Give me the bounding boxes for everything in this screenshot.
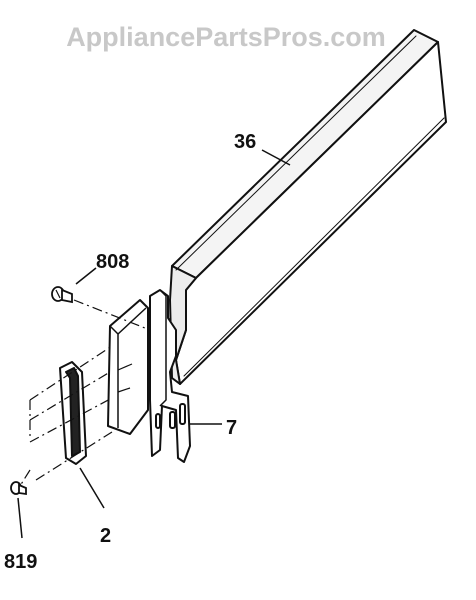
leader-line-819: [17, 497, 23, 539]
callout-808: 808: [96, 251, 129, 273]
part-2-end-piece: [59, 361, 87, 465]
assembly-lines: [19, 299, 151, 487]
part-7-bracket: [149, 289, 191, 463]
callout-2: 2: [100, 525, 111, 547]
callout-819: 819: [4, 551, 37, 573]
end-cap: [107, 299, 149, 435]
part-819-screw: [10, 481, 27, 496]
part-36-trim-panel: [169, 29, 447, 385]
leader-line-808: [75, 267, 97, 285]
callout-36: 36: [234, 131, 256, 153]
watermark-text: AppliancePartsPros.com: [66, 22, 386, 52]
leader-line-36: [261, 149, 291, 166]
leader-line-2: [79, 467, 105, 509]
part-808-screw: [51, 286, 73, 304]
callout-7: 7: [226, 417, 237, 439]
